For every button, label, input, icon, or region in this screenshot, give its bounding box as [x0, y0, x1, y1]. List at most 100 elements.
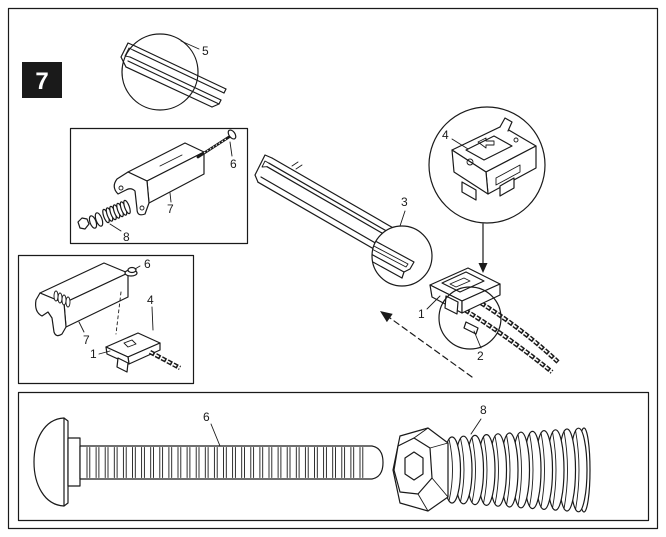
bracket-hole [118, 185, 124, 191]
trolley-hole [466, 158, 474, 166]
callout-spring-nut: 8 [480, 403, 487, 417]
chain-clip [463, 321, 479, 335]
rail-notch [291, 161, 303, 170]
callout-bracket-box2: 7 [83, 333, 90, 347]
callout-leader [426, 295, 441, 310]
detail-box-parts: 6 7 8 [69, 127, 249, 245]
bracket-assembled [35, 262, 138, 337]
spring-coil-edge [494, 435, 499, 505]
rail-edge [132, 49, 225, 94]
trolley-raised-section [465, 135, 513, 161]
callout-leader [78, 321, 85, 333]
trolley-cutout [495, 164, 521, 186]
rail-edge [127, 60, 220, 105]
trolley-slot [123, 339, 137, 348]
spring-coil-edge [552, 431, 557, 509]
rail-edge [134, 45, 227, 90]
bolt-shaft [79, 445, 384, 480]
arrow-head [380, 311, 393, 323]
spring-coil-edge [540, 432, 545, 508]
rail-far-end [211, 88, 227, 108]
rail-edge [372, 255, 403, 279]
step-badge: 7 [22, 62, 62, 98]
trolley-hole [513, 137, 519, 143]
bracket-fork [113, 171, 150, 216]
chain-links [149, 351, 181, 369]
trolley-tab [499, 177, 515, 197]
step-badge-box [22, 62, 62, 98]
bolt-head [127, 266, 137, 274]
callout-bolt-large: 6 [203, 410, 210, 424]
rail-section [120, 42, 227, 108]
carriage-raised-section [441, 271, 485, 293]
carriage-front-face [461, 283, 501, 314]
carriage-bolt [33, 417, 384, 507]
down-arrow [478, 223, 488, 273]
callout-leader [169, 192, 172, 203]
bolt-dome-head [33, 417, 65, 507]
bolt-small [196, 129, 237, 159]
callout-rail-top: 5 [202, 44, 209, 58]
page-frame [7, 7, 659, 530]
bolt-head [227, 129, 237, 140]
bracket-slot [159, 154, 183, 167]
nut [77, 217, 90, 230]
spring-coil-edge [448, 438, 453, 502]
slide-direction-arrow [380, 311, 473, 378]
callout-bolt-box2: 6 [144, 257, 151, 271]
trolley-chain-assembly: 1 2 [418, 267, 560, 374]
bracket-hole [139, 205, 145, 211]
trolley-tab [116, 357, 129, 373]
rail-end-profile-inner [124, 47, 134, 58]
rail-end-profile [254, 154, 273, 183]
rail-edge [129, 56, 222, 101]
spring-coil-edge [483, 436, 488, 504]
magnifier-circle [438, 286, 502, 350]
alignment-dashed-line [115, 291, 122, 335]
carriage-tab [444, 295, 459, 315]
spring-coil [61, 294, 67, 306]
hex-nut [392, 427, 449, 512]
callout-carriage: 1 [418, 307, 425, 321]
rail-edge [260, 176, 392, 253]
callout-leader [134, 265, 141, 270]
callout-bracket-box1: 7 [167, 202, 174, 216]
spring-coil [65, 296, 71, 308]
callout-leader [109, 223, 122, 232]
spring-coil [53, 290, 59, 302]
spring-washer-nut-small [77, 199, 131, 230]
rail-edge [268, 162, 400, 239]
callout-spring-box1: 8 [123, 230, 130, 244]
arrow-dashed-shaft [389, 317, 473, 378]
rail-end-profile [120, 42, 136, 68]
rail-edge [257, 181, 389, 258]
callout-leader [470, 418, 482, 435]
trolley-upper-tab [499, 117, 513, 132]
callout-leader [229, 141, 233, 157]
spring-coil-edge [517, 433, 522, 507]
nut-hole [404, 451, 424, 481]
spring-coil-edge [575, 429, 580, 511]
callout-rail-end: 3 [401, 195, 408, 209]
rail-detail-magnifier: 5 [120, 33, 227, 111]
callout-trolley-detail: 4 [442, 128, 449, 142]
rail-end [401, 271, 405, 279]
trolley-small [105, 332, 182, 373]
bracket-fork [35, 292, 67, 337]
spring-coil-edge [529, 432, 534, 508]
rail-channel [372, 235, 415, 273]
spring-coil-edge [563, 430, 568, 510]
spring-coil [57, 292, 63, 304]
spring-coil [123, 199, 131, 215]
rail-end-section [372, 235, 415, 279]
rail-end-magnifier: 3 [371, 195, 433, 287]
callout-leader [451, 138, 469, 150]
rail-channel-inner [372, 243, 409, 268]
step-number: 7 [35, 68, 48, 95]
bolt-threads [86, 447, 364, 478]
trolley-magnifier: 4 [428, 106, 546, 224]
parts-full-size-box: 6 8 [17, 391, 650, 522]
callout-leader [98, 350, 111, 355]
trolley-side-face [451, 149, 489, 195]
bolt-square-neck [67, 437, 81, 487]
